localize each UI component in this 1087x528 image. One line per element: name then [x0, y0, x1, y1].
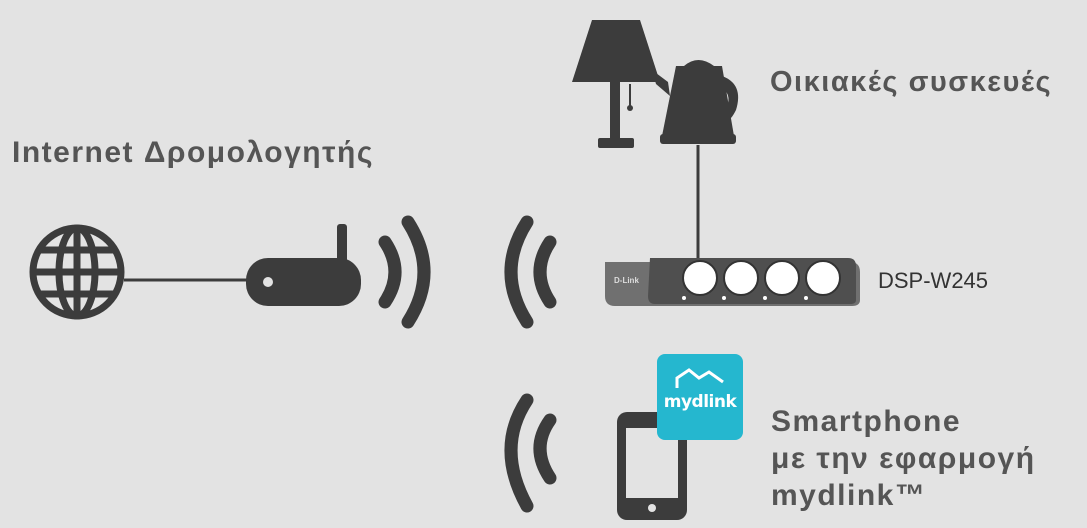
router-wifi-waves-icon: [378, 215, 431, 329]
globe-icon: [29, 224, 125, 320]
mydlink-app-label: mydlink: [663, 392, 737, 412]
smart-plug-device: [605, 258, 860, 306]
smartphone-label-line1: Smartphone: [771, 405, 962, 438]
router-label: Internet Δρομολογητής: [12, 136, 374, 169]
phone-wifi-waves-icon: [504, 393, 557, 513]
dlink-logo: D-Link: [614, 276, 639, 285]
appliances-label: Οικιακές συσκευές: [770, 66, 1053, 98]
house-icon: [675, 368, 724, 388]
lamp-icon: [572, 20, 660, 148]
smartphone-label: Smartphone με την εφαρμογή mydlink™: [771, 403, 1036, 514]
plug-wifi-waves-icon: [504, 215, 557, 329]
smartphone-label-line3: mydlink™: [771, 479, 927, 512]
mydlink-app-icon: mydlink: [657, 354, 743, 440]
router-icon: [246, 224, 361, 306]
smartphone-label-line2: με την εφαρμογή: [771, 442, 1036, 475]
device-model-label: DSP-W245: [878, 268, 989, 293]
kettle-icon: [652, 60, 739, 144]
